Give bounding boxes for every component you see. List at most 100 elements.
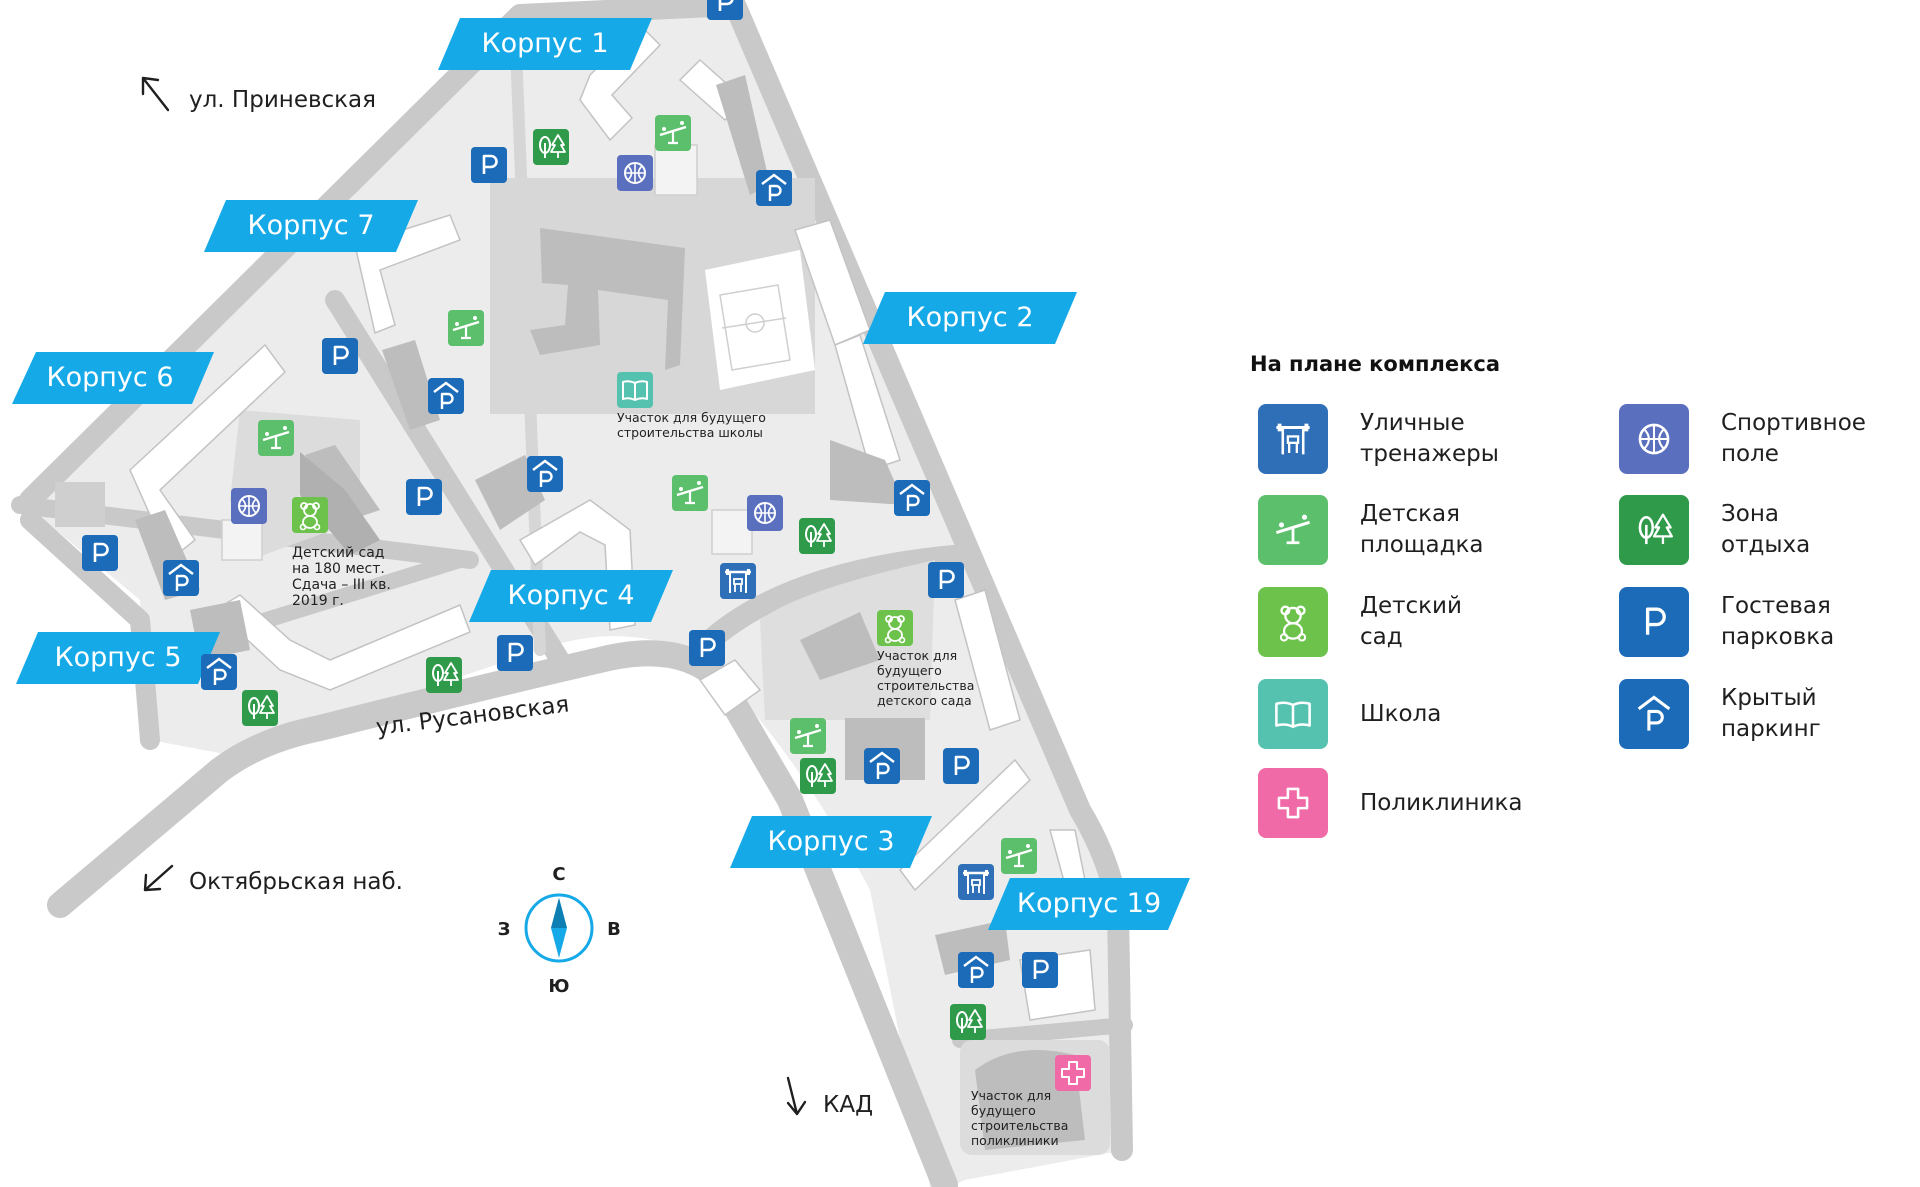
book-icon xyxy=(1258,679,1328,749)
basketball-icon[interactable] xyxy=(617,155,653,191)
parking-icon[interactable] xyxy=(1022,952,1058,988)
forest-icon[interactable] xyxy=(533,129,569,165)
future-kindergarten-note-line-4: детского сада xyxy=(877,693,972,708)
workout-icon[interactable] xyxy=(720,563,756,599)
legend-label: Спортивное поле xyxy=(1721,410,1866,467)
legend-label: Крытый паркинг xyxy=(1721,685,1821,742)
kindergarten-note-line-2: на 180 мест. xyxy=(292,561,385,577)
legend-label: Гостевая парковка xyxy=(1721,593,1835,650)
label-korpus-3-text: Корпус 3 xyxy=(767,826,894,857)
basketball-icon[interactable] xyxy=(231,488,267,524)
parking-icon[interactable] xyxy=(406,479,442,515)
legend-label: Детский сад xyxy=(1360,593,1462,650)
label-korpus-2-text: Корпус 2 xyxy=(906,302,1033,333)
legend-label: Зона отдыха xyxy=(1721,501,1811,558)
parking-icon[interactable] xyxy=(82,535,118,571)
covered-parking-icon[interactable] xyxy=(163,560,199,596)
covered-parking-icon[interactable] xyxy=(527,456,563,492)
covered-parking-icon[interactable] xyxy=(894,480,930,516)
compass-west: З xyxy=(498,919,511,940)
legend-item-guest-parking[interactable]: Гостевая парковка xyxy=(1619,587,1834,657)
label-korpus-6[interactable]: Корпус 6 xyxy=(12,352,214,404)
legend-item-clinic[interactable]: Поликлиника xyxy=(1258,768,1523,838)
school-note-line-1: Участок для будущего xyxy=(617,410,766,425)
forest-icon[interactable] xyxy=(242,690,278,726)
legend-item-rest-zone[interactable]: Зона отдыха xyxy=(1619,495,1810,565)
arrow-down-icon xyxy=(786,1076,807,1116)
playground-icon xyxy=(1258,495,1328,565)
basketball-icon[interactable] xyxy=(747,495,783,531)
label-korpus-2[interactable]: Корпус 2 xyxy=(863,292,1077,344)
legend-item-covered-parking[interactable]: Крытый паркинг xyxy=(1619,679,1821,749)
legend-item-playground[interactable]: Детская площадка xyxy=(1258,495,1483,565)
playground-icon[interactable] xyxy=(448,310,484,346)
covered-parking-icon[interactable] xyxy=(201,654,237,690)
workout-icon[interactable] xyxy=(958,864,994,900)
forest-icon[interactable] xyxy=(950,1004,986,1040)
map-notes: Участок для будущего строительства школы… xyxy=(292,410,1068,1148)
playground-icon[interactable] xyxy=(258,420,294,456)
future-kindergarten-note-line-1: Участок для xyxy=(877,648,957,663)
covered-parking-icon[interactable] xyxy=(958,952,994,988)
clinic-icon xyxy=(1258,768,1328,838)
forest-icon[interactable] xyxy=(799,518,835,554)
compass-needle-north-icon xyxy=(551,898,567,928)
covered-parking-icon[interactable] xyxy=(756,170,792,206)
teddy-bear-icon[interactable] xyxy=(877,610,913,646)
playground-icon[interactable] xyxy=(672,475,708,511)
compass-north: С xyxy=(552,864,565,885)
parking-icon[interactable] xyxy=(707,0,743,20)
forest-icon xyxy=(1619,495,1689,565)
basketball-icon xyxy=(1619,404,1689,474)
book-icon[interactable] xyxy=(617,372,653,408)
legend-item-school[interactable]: Школа xyxy=(1258,679,1441,749)
map-legend: На плане комплекса Уличные тренажеры Спо… xyxy=(1248,352,1898,838)
label-korpus-3[interactable]: Корпус 3 xyxy=(730,816,932,868)
label-korpus-4[interactable]: Корпус 4 xyxy=(469,570,673,622)
kindergarten-note-line-3: Сдача – III кв. xyxy=(292,577,391,593)
parking-icon[interactable] xyxy=(689,630,725,666)
parking-icon xyxy=(1619,587,1689,657)
covered-parking-icon[interactable] xyxy=(864,748,900,784)
clinic-note-line-1: Участок для xyxy=(971,1088,1051,1103)
legend-label: Поликлиника xyxy=(1360,789,1523,816)
label-korpus-1[interactable]: Корпус 1 xyxy=(438,18,652,70)
teddy-bear-icon xyxy=(1258,587,1328,657)
legend-item-workout[interactable]: Уличные тренажеры xyxy=(1258,404,1499,474)
legend-item-kindergarten[interactable]: Детский сад xyxy=(1258,587,1462,657)
legend-label: Детская площадка xyxy=(1360,501,1484,558)
compass: С Ю З В xyxy=(498,864,621,997)
playground-icon[interactable] xyxy=(1001,838,1037,874)
sports-fields xyxy=(221,144,791,561)
clinic-note-line-4: поликлиники xyxy=(971,1133,1059,1148)
school-note-line-2: строительства школы xyxy=(617,425,763,440)
label-korpus-7[interactable]: Корпус 7 xyxy=(204,200,418,252)
legend-label: Уличные тренажеры xyxy=(1360,410,1499,467)
buildings xyxy=(129,23,1096,1021)
label-korpus-19-text: Корпус 19 xyxy=(1017,888,1161,919)
clinic-icon[interactable] xyxy=(1055,1055,1091,1091)
street-kad: КАД xyxy=(823,1092,873,1118)
forest-icon[interactable] xyxy=(800,758,836,794)
parking-icon[interactable] xyxy=(497,635,533,671)
parking-icon[interactable] xyxy=(471,147,507,183)
teddy-bear-icon[interactable] xyxy=(292,497,328,533)
kindergarten-note-line-4: 2019 г. xyxy=(292,593,344,609)
label-korpus-5[interactable]: Корпус 5 xyxy=(16,632,220,684)
covered-parking-icon[interactable] xyxy=(428,378,464,414)
playground-icon[interactable] xyxy=(655,115,691,151)
forest-icon[interactable] xyxy=(426,657,462,693)
label-korpus-19[interactable]: Корпус 19 xyxy=(988,878,1190,930)
street-prinevskaya: ул. Приневская xyxy=(189,87,376,113)
playground-icon[interactable] xyxy=(790,718,826,754)
label-korpus-4-text: Корпус 4 xyxy=(507,580,634,611)
workout-icon xyxy=(1258,404,1328,474)
building-labels: Корпус 1 Корпус 7 Корпус 2 Корпус 6 Корп… xyxy=(12,18,1190,930)
street-oktyabrskaya: Октябрьская наб. xyxy=(189,869,403,895)
parking-icon[interactable] xyxy=(943,748,979,784)
compass-east: В xyxy=(607,919,621,940)
parking-icon[interactable] xyxy=(928,562,964,598)
legend-item-basketball[interactable]: Спортивное поле xyxy=(1619,404,1866,474)
parking-icon[interactable] xyxy=(322,338,358,374)
